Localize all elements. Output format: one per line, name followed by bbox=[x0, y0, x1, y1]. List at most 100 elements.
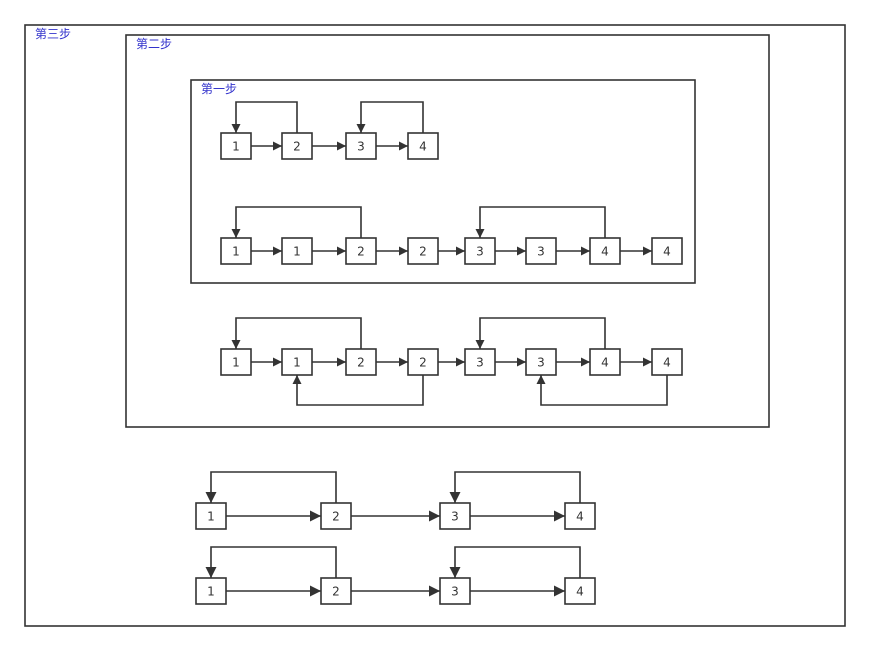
node-box bbox=[464, 237, 496, 265]
node-box bbox=[525, 348, 557, 376]
node-box bbox=[195, 577, 227, 605]
node-label: 1 bbox=[232, 356, 240, 370]
list-row-row-c: 1 1 2 2 3 3 4 4 bbox=[220, 317, 683, 406]
node-label: 3 bbox=[476, 356, 484, 370]
node-box bbox=[407, 237, 439, 265]
node-box bbox=[345, 237, 377, 265]
list-node: 4 bbox=[589, 237, 621, 265]
node-box bbox=[589, 348, 621, 376]
list-node: 1 bbox=[195, 502, 227, 530]
list-row-row-b: 1 1 2 2 3 3 4 4 bbox=[220, 206, 683, 265]
node-label: 1 bbox=[232, 140, 240, 154]
node-box bbox=[220, 132, 252, 160]
node-label: 4 bbox=[601, 356, 609, 370]
node-box bbox=[564, 502, 596, 530]
list-node: 1 bbox=[220, 348, 252, 376]
node-box bbox=[407, 348, 439, 376]
node-label: 3 bbox=[537, 245, 545, 259]
node-label: 1 bbox=[293, 245, 301, 259]
node-label: 3 bbox=[451, 585, 459, 599]
node-box bbox=[345, 132, 377, 160]
node-label: 3 bbox=[357, 140, 365, 154]
list-node: 3 bbox=[525, 348, 557, 376]
node-box bbox=[589, 237, 621, 265]
list-row-row-a: 1 2 3 4 bbox=[220, 101, 439, 160]
list-node: 1 bbox=[220, 132, 252, 160]
list-row-row-e: 1 2 3 4 bbox=[195, 546, 596, 605]
random-pointer-arrow bbox=[475, 206, 606, 238]
list-node: 4 bbox=[407, 132, 439, 160]
node-label: 4 bbox=[576, 585, 584, 599]
node-label: 2 bbox=[332, 510, 340, 524]
list-node: 4 bbox=[651, 348, 683, 376]
list-node: 3 bbox=[345, 132, 377, 160]
list-node: 2 bbox=[281, 132, 313, 160]
random-pointer-arrow bbox=[449, 546, 581, 578]
node-label: 4 bbox=[663, 356, 671, 370]
list-node: 3 bbox=[464, 348, 496, 376]
linked-list-rows: 1 2 3 4 1 1 2 2 3 3 4 4 1 1 2 2 3 3 4 4 1 2 3 4 1 2 3 4 bbox=[195, 101, 683, 605]
random-pointer-arrow bbox=[231, 317, 362, 349]
node-box bbox=[320, 502, 352, 530]
random-pointer-arrow bbox=[231, 101, 298, 133]
node-box bbox=[345, 348, 377, 376]
node-box bbox=[281, 237, 313, 265]
node-box bbox=[439, 577, 471, 605]
random-pointer-arrow bbox=[475, 317, 606, 349]
list-node: 2 bbox=[345, 237, 377, 265]
list-node: 2 bbox=[407, 237, 439, 265]
node-label: 3 bbox=[537, 356, 545, 370]
node-box bbox=[320, 577, 352, 605]
node-label: 2 bbox=[332, 585, 340, 599]
list-node: 4 bbox=[651, 237, 683, 265]
node-label: 2 bbox=[293, 140, 301, 154]
list-node: 1 bbox=[220, 237, 252, 265]
node-label: 1 bbox=[232, 245, 240, 259]
node-box bbox=[195, 502, 227, 530]
list-node: 3 bbox=[439, 577, 471, 605]
node-box bbox=[439, 502, 471, 530]
node-box bbox=[220, 348, 252, 376]
list-row-row-d: 1 2 3 4 bbox=[195, 471, 596, 530]
list-node: 3 bbox=[439, 502, 471, 530]
node-label: 3 bbox=[451, 510, 459, 524]
node-label: 4 bbox=[576, 510, 584, 524]
node-label: 2 bbox=[419, 356, 427, 370]
frame-step1-label: 第一步 bbox=[201, 82, 237, 96]
frame-step1 bbox=[190, 79, 696, 284]
random-pointer-arrow bbox=[536, 375, 668, 406]
node-label: 2 bbox=[419, 245, 427, 259]
list-node: 2 bbox=[345, 348, 377, 376]
list-node: 2 bbox=[320, 577, 352, 605]
random-pointer-arrow bbox=[205, 471, 337, 503]
frame-step3 bbox=[24, 24, 846, 627]
random-pointer-arrow bbox=[292, 375, 424, 406]
random-pointer-arrow bbox=[205, 546, 337, 578]
random-pointer-arrow bbox=[356, 101, 424, 133]
node-box bbox=[651, 237, 683, 265]
node-box bbox=[220, 237, 252, 265]
list-node: 1 bbox=[195, 577, 227, 605]
node-label: 1 bbox=[293, 356, 301, 370]
list-node: 1 bbox=[281, 348, 313, 376]
list-node: 4 bbox=[564, 577, 596, 605]
node-label: 1 bbox=[207, 585, 215, 599]
list-node: 3 bbox=[464, 237, 496, 265]
node-label: 2 bbox=[357, 245, 365, 259]
random-pointer-arrow bbox=[449, 471, 581, 503]
random-pointer-arrow bbox=[231, 206, 362, 238]
frame-step3-label: 第三步 bbox=[35, 27, 71, 41]
frame-step2-label: 第二步 bbox=[136, 37, 172, 51]
node-box bbox=[464, 348, 496, 376]
node-box bbox=[407, 132, 439, 160]
list-node: 4 bbox=[564, 502, 596, 530]
list-node: 2 bbox=[320, 502, 352, 530]
node-label: 3 bbox=[476, 245, 484, 259]
node-box bbox=[281, 348, 313, 376]
node-label: 4 bbox=[663, 245, 671, 259]
list-node: 2 bbox=[407, 348, 439, 376]
node-label: 2 bbox=[357, 356, 365, 370]
node-box bbox=[525, 237, 557, 265]
node-box bbox=[564, 577, 596, 605]
